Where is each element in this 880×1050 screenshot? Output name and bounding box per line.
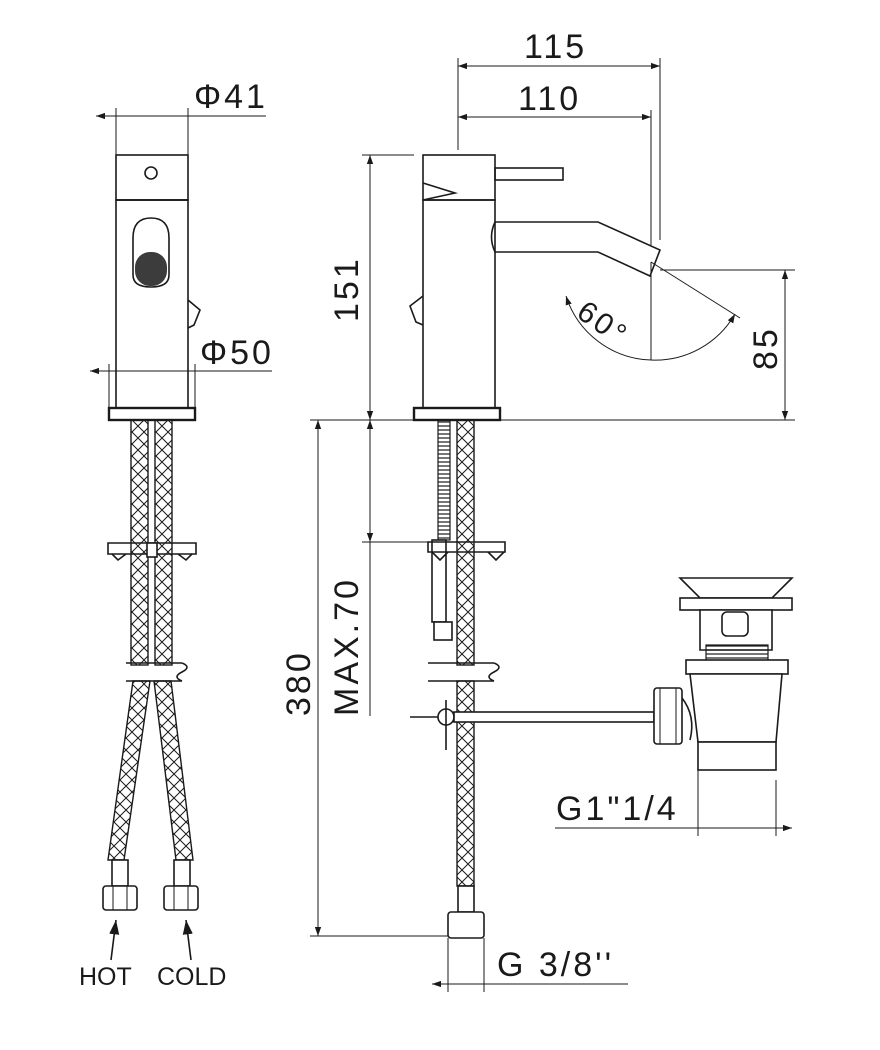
dim-spout-height: 85 bbox=[500, 269, 795, 421]
label-hot: HOT bbox=[79, 963, 132, 991]
dim-hose-thread: G 3/8'' bbox=[432, 938, 628, 992]
dim-angle: 60° bbox=[565, 261, 741, 361]
pop-up-waste bbox=[653, 577, 794, 771]
dim-base-diameter: Φ50 bbox=[90, 334, 274, 408]
dim-max-thickness: MAX.70 bbox=[328, 420, 430, 716]
dim-body-diameter: Φ41 bbox=[96, 78, 268, 155]
dim-waste-thread: G1"1/4 bbox=[555, 770, 792, 836]
label-height: 151 bbox=[328, 256, 366, 322]
label-cold: COLD bbox=[157, 963, 226, 991]
label-base-diameter: Φ50 bbox=[200, 334, 274, 372]
dim-hose-length: 380 bbox=[280, 419, 448, 937]
label-total-reach: 115 bbox=[524, 28, 587, 66]
faucet-body-front bbox=[107, 154, 201, 422]
label-max-thickness: MAX.70 bbox=[328, 577, 366, 716]
label-spout-height: 85 bbox=[747, 326, 785, 370]
label-waste-thread: G1"1/4 bbox=[556, 790, 679, 828]
front-view: Φ41 Φ50 bbox=[79, 78, 274, 991]
dim-total-reach: 115 bbox=[457, 28, 661, 240]
faucet-body-side bbox=[409, 154, 662, 422]
hoses-front: HOT COLD bbox=[79, 419, 226, 991]
label-hose-thread: G 3/8'' bbox=[497, 946, 614, 984]
label-body-diameter: Φ41 bbox=[194, 78, 268, 116]
mounting-assembly-side bbox=[410, 419, 655, 939]
side-view: 115 110 151 bbox=[280, 28, 795, 992]
dim-spout-reach: 110 bbox=[458, 80, 652, 245]
label-hose-length: 380 bbox=[280, 650, 318, 716]
dim-height: 151 bbox=[328, 154, 414, 420]
label-spout-reach: 110 bbox=[518, 80, 581, 118]
